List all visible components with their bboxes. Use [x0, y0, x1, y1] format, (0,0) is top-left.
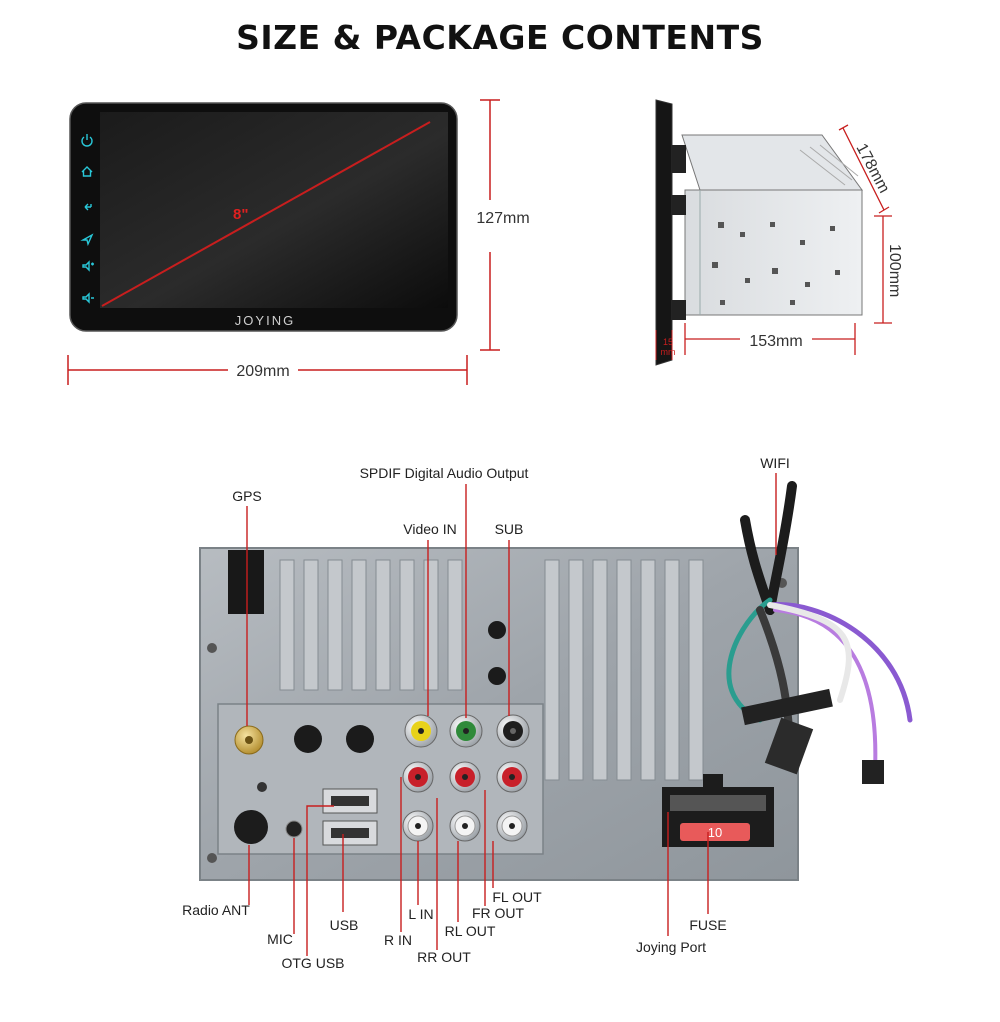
r-in-label: R IN [384, 932, 412, 948]
spdif-label: SPDIF Digital Audio Output [360, 465, 529, 481]
side-width-label: 153mm [749, 333, 802, 350]
home-icon[interactable] [81, 166, 93, 177]
wifi-label: WIFI [760, 455, 790, 471]
side-unit: 178mm 100mm 153mm 15 mm [655, 99, 903, 366]
l-in-label: L IN [408, 906, 433, 922]
sub-label: SUB [495, 521, 524, 537]
fuse-value: 10 [708, 825, 722, 840]
usb-label: USB [330, 917, 359, 933]
joying-port-label: Joying Port [636, 939, 706, 955]
front-height-label: 127mm [476, 210, 529, 227]
radio-antenna-jack[interactable] [234, 810, 268, 844]
frame-depth-value: 15 [663, 337, 673, 347]
screen-diagonal-line [101, 121, 431, 307]
brand-logo-text: JOYING [235, 313, 295, 328]
leader-lines [246, 473, 777, 956]
front-unit: 8" JOYING 127m [67, 99, 530, 385]
radio-ant-label: Radio ANT [182, 902, 250, 918]
back-icon[interactable] [84, 203, 92, 211]
page-title: SIZE & PACKAGE CONTENTS [236, 18, 764, 57]
screen-size-label: 8" [233, 206, 248, 223]
frame-depth-unit: mm [661, 347, 676, 357]
mic-jack[interactable] [285, 820, 303, 838]
chassis-side [684, 189, 863, 316]
gps-connector-block [228, 550, 264, 614]
mic-label: MIC [267, 931, 293, 947]
video-in-label: Video IN [403, 521, 456, 537]
power-icon[interactable] [81, 134, 93, 147]
side-height-label: 100mm [886, 244, 903, 297]
fuse[interactable] [680, 823, 750, 841]
fr-out-label: FR OUT [472, 905, 525, 921]
rl-out-label: RL OUT [445, 923, 496, 939]
front-width-label: 209mm [236, 363, 289, 380]
gps-label: GPS [232, 488, 262, 504]
fl-out-label: FL OUT [492, 889, 542, 905]
fuse-label: FUSE [689, 917, 726, 933]
navigation-icon[interactable] [80, 233, 94, 247]
rr-out-label: RR OUT [417, 949, 471, 965]
rear-panel: 10 [199, 481, 913, 881]
volume-up-icon[interactable] [82, 260, 94, 272]
volume-down-icon[interactable] [82, 292, 94, 304]
otg-usb-label: OTG USB [281, 955, 344, 971]
